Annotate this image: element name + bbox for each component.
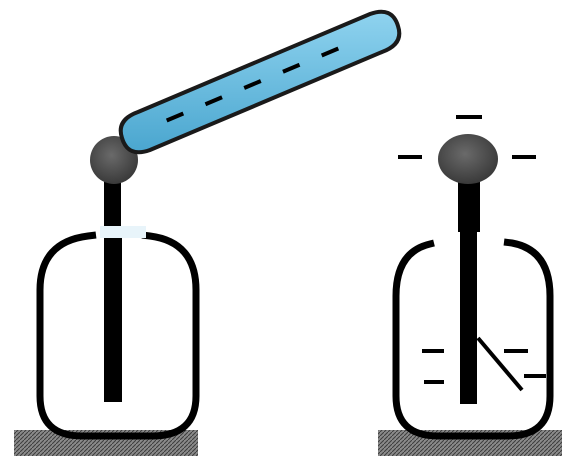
right-electroscope [378,115,562,456]
rod-charge-1 [165,111,185,123]
rod-charge-5 [320,46,340,58]
right-inner-rod [460,232,477,404]
left-neck-gap [100,226,146,238]
left-jar-outline [36,231,200,440]
rod-charge-3 [243,79,262,90]
left-inner-rod [104,238,122,402]
right-jar-outline [392,238,554,440]
charged-rod-charges [165,46,340,123]
right-knob [438,134,498,184]
right-knob-charges [398,115,536,159]
rod-charge-2 [204,95,223,107]
right-jar-charges [422,349,546,384]
left-electroscope [14,136,200,456]
right-leaf [476,336,524,392]
charged-rod [118,9,402,155]
right-neck-rod [458,172,480,232]
left-neck-rod [104,175,121,227]
rod-charge-4 [282,62,301,74]
